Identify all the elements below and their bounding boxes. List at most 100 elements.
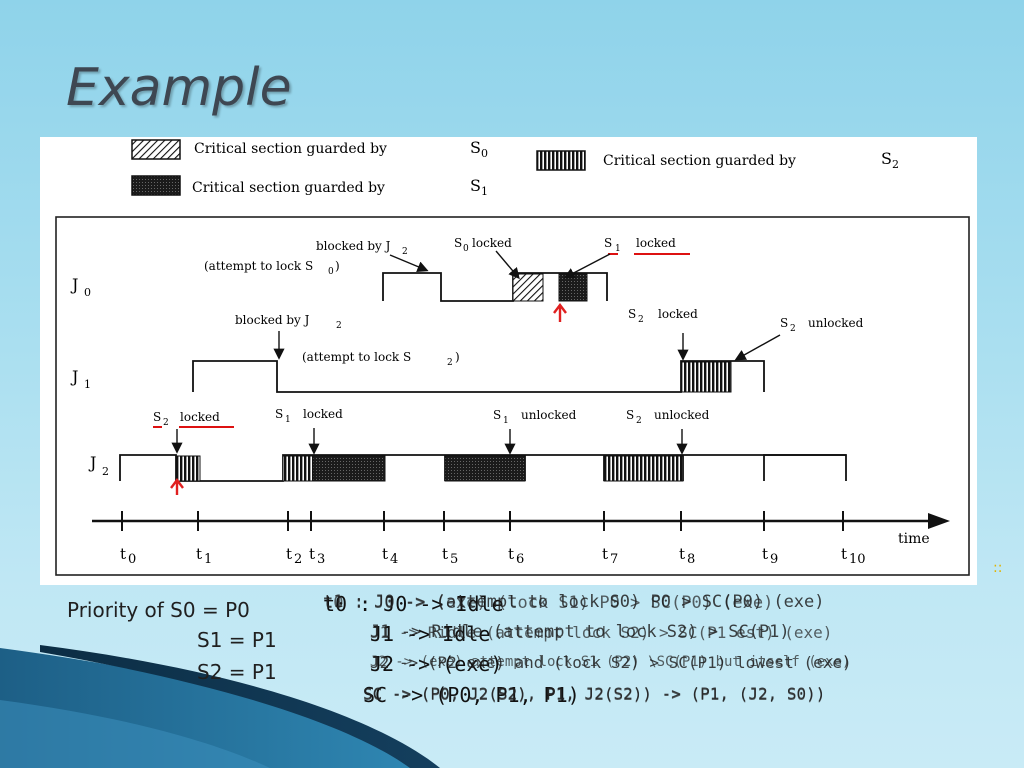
legend-sub-s2: 2 <box>892 158 899 171</box>
j1-s2unlocked-word: unlocked <box>808 316 864 330</box>
overlay-b1: t1 : J0 -> (attempt to lock S0) P0 > SC(… <box>323 592 825 612</box>
time-tick-label-6: t <box>508 545 514 563</box>
j0-s1locked-sub: 1 <box>615 244 621 254</box>
time-tick-label-10: t <box>841 545 847 563</box>
overlay-c4: SC -> (P0, J2(S2), P1, J2(S2)) -> (P1, (… <box>363 685 826 704</box>
time-tick-sub-3: 3 <box>317 552 325 567</box>
overlay-c1: t0 : J0 -> (exe) (lock S1) P0 > SC(P0) (… <box>323 593 774 613</box>
j2-section-s2-a <box>175 455 201 482</box>
j0-section-s0 <box>512 273 544 302</box>
overlay-b3: J2 -> (P2 exe) and (lock S2) > SC(P1) lo… <box>370 653 852 672</box>
time-tick-label-2: t <box>286 545 292 563</box>
row-label-j0-sub: 0 <box>84 286 91 299</box>
priority-line-2: S1 = P1 <box>197 628 277 652</box>
time-tick-label-7: t <box>602 545 608 563</box>
time-tick-sub-4: 4 <box>390 552 398 567</box>
legend-sym-s0: S <box>470 138 481 157</box>
overlay-c3: J2 -> (exe) attempt lock S1 (P2) \SC(P1)… <box>370 654 851 670</box>
j0-attempt-text: (attempt to lock S <box>204 259 313 273</box>
row-label-j2-sub: 2 <box>102 465 109 478</box>
overlay-b2: J1 -> Ridle (attempt to lock S2) > SC(P1… <box>370 622 790 642</box>
j2-s2unlocked-word: unlocked <box>654 408 710 422</box>
time-tick-sub-1: 1 <box>204 552 212 567</box>
legend-label-s1: Critical section guarded by <box>192 180 385 196</box>
overlay-a2: J1 -> Idle <box>370 622 491 646</box>
j2-s1locked-word: locked <box>303 407 343 421</box>
time-axis-label: time <box>898 531 930 547</box>
j2-s1unlocked-sub: 1 <box>503 416 509 426</box>
j2-s1unlocked-word: unlocked <box>521 408 577 422</box>
time-axis-arrowhead <box>928 513 950 529</box>
j0-blocked-sub: 2 <box>402 247 408 257</box>
j1-s2unlocked-sub: 2 <box>790 324 796 334</box>
j2-s2locked-sub: 2 <box>163 418 169 428</box>
row-label-j1: J <box>70 367 78 386</box>
time-tick-sub-5: 5 <box>450 552 458 567</box>
j2-section-s2-b <box>282 455 314 482</box>
time-tick-sub-8: 8 <box>687 552 695 567</box>
j2-timeline-a <box>119 454 847 482</box>
j1-blocked-text: blocked by J <box>235 313 310 327</box>
legend-swatch-s0 <box>131 139 181 160</box>
j2-timeline-b <box>763 454 846 481</box>
j2-section-s1-a <box>312 455 386 482</box>
j0-s1locked-word: locked <box>636 236 676 250</box>
time-tick-label-4: t <box>382 545 388 563</box>
j2-section-s1-b <box>444 455 526 482</box>
j2-s1locked-sym: S <box>275 407 283 421</box>
decorative-dots: :: <box>993 560 1003 576</box>
j1-s2unlocked-sym: S <box>780 316 788 330</box>
time-tick-sub-7: 7 <box>610 552 618 567</box>
slide-title: Example <box>66 58 292 118</box>
scheduling-figure: Critical section guarded by S 0 Critical… <box>40 137 977 585</box>
j0-attempt-sub: 0 <box>328 267 334 277</box>
legend-sub-s0: 0 <box>481 147 488 160</box>
legend-sym-s2: S <box>881 149 892 168</box>
time-tick-sub-6: 6 <box>516 552 524 567</box>
j1-s2locked-sym: S <box>628 307 636 321</box>
time-tick-sub-2: 2 <box>294 552 302 567</box>
j1-s2locked-sub: 2 <box>638 315 644 325</box>
j2-s2locked-word: locked <box>180 410 220 424</box>
j1-timeline <box>192 360 765 393</box>
j0-s0locked-word: locked <box>472 236 512 250</box>
priority-line-1: Priority of S0 = P0 <box>67 598 250 622</box>
time-tick-label-3: t <box>309 545 315 563</box>
overlay-a1: t0 : J0 -> Idle <box>323 592 504 616</box>
j0-red-arrow-icon <box>553 303 567 322</box>
row-label-j1-sub: 1 <box>84 378 91 391</box>
legend-sub-s1: 1 <box>481 185 488 198</box>
legend-label-s2: Critical section guarded by <box>603 153 796 169</box>
time-tick-label-9: t <box>762 545 768 563</box>
row-label-j2: J <box>88 453 96 472</box>
time-tick-sub-0: 0 <box>128 552 136 567</box>
overlay-a4: SC -> (P0, P1, P1) <box>363 683 580 707</box>
time-tick-label-0: t <box>120 545 126 563</box>
diagram-frame <box>55 216 970 576</box>
j1-section-s2 <box>680 361 732 393</box>
legend: Critical section guarded by S 0 Critical… <box>131 138 899 198</box>
timing-diagram: Critical section guarded by S 0 Critical… <box>55 138 970 576</box>
overlay-a3: J2 -> (exe) <box>370 652 503 676</box>
j0-blocked-text: blocked by J <box>316 239 391 253</box>
j2-s2unlocked-sym: S <box>626 408 634 422</box>
j2-section-s2-c <box>603 455 684 482</box>
time-tick-label-5: t <box>442 545 448 563</box>
j2-s2unlocked-sub: 2 <box>636 416 642 426</box>
j2-s2locked-sym: S <box>153 410 161 424</box>
j0-section-s1 <box>558 273 588 302</box>
time-tick-sub-10: 10 <box>849 552 866 567</box>
j0-s0locked-sub: 0 <box>463 244 469 254</box>
legend-sym-s1: S <box>470 176 481 195</box>
time-tick-sub-9: 9 <box>770 552 778 567</box>
legend-swatch-s1 <box>131 175 181 196</box>
j0-s0locked-sym: S <box>454 236 462 250</box>
j1-attempt-sub: 2 <box>447 358 453 368</box>
time-tick-label-1: t <box>196 545 202 563</box>
time-tick-label-8: t <box>679 545 685 563</box>
overlay-c2: J1 -> Ridle (attempt lock S2) > SC(P1 es… <box>370 623 833 642</box>
j0-s1locked-sym: S <box>604 236 612 250</box>
j1-attempt-end: ) <box>455 350 460 364</box>
